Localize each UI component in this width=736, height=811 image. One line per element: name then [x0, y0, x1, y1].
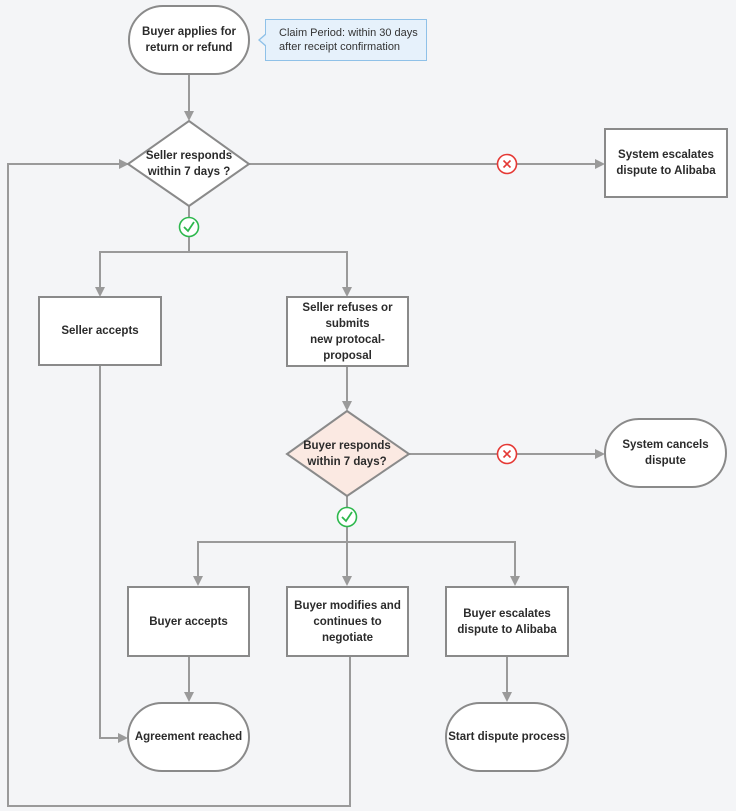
note-tail-inner [260, 34, 267, 46]
connector [189, 251, 352, 297]
connector [193, 495, 348, 586]
start-node-buyer-applies: Buyer applies for return or refund [128, 5, 250, 75]
start-dispute-node: Start dispute process [445, 702, 569, 772]
x-icon [496, 153, 518, 175]
buyer-responds-label: Buyer responds within 7 days? [303, 440, 391, 468]
system-escalates-box: System escalates dispute to Alibaba [604, 128, 728, 198]
check-icon [178, 216, 200, 238]
seller-refuses-box: Seller refuses or submits new protocal-p… [286, 296, 409, 367]
system-cancels-node: System cancels dispute [604, 418, 727, 488]
connector [347, 541, 520, 586]
x-icon [496, 443, 518, 465]
buyer-responds-diamond [285, 409, 411, 498]
agreement-reached-node: Agreement reached [127, 702, 250, 772]
connector [95, 205, 190, 297]
claim-period-note: Claim Period: within 30 days after recei… [265, 19, 427, 61]
buyer-escalates-box: Buyer escalates dispute to Alibaba [445, 586, 569, 657]
buyer-accepts-box: Buyer accepts [127, 586, 250, 657]
seller-responds-diamond [126, 119, 251, 208]
seller-accepts-box: Seller accepts [38, 296, 162, 366]
seller-responds-label: Seller responds within 7 days ? [145, 150, 233, 178]
connector [7, 159, 351, 807]
check-icon [336, 506, 358, 528]
connector [99, 366, 128, 743]
buyer-modifies-box: Buyer modifies and continues to negotiat… [286, 586, 409, 657]
